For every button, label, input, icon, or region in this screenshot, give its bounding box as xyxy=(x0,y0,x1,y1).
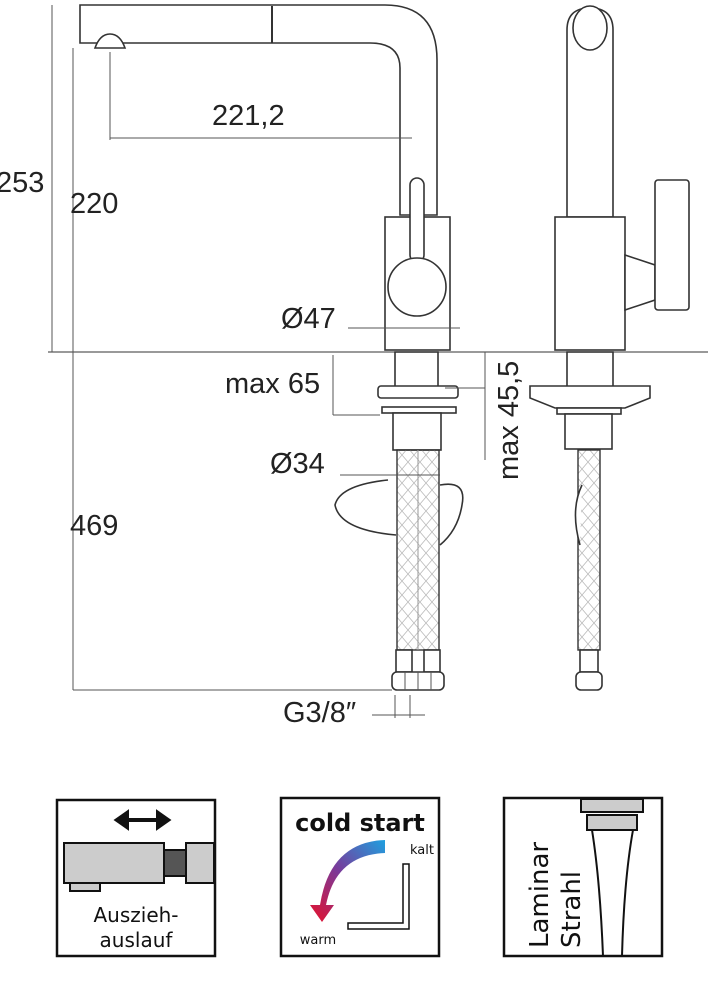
pullout-label-1: Auszieh- xyxy=(93,903,178,927)
dim-221: 221,2 xyxy=(212,100,285,132)
spout xyxy=(79,4,438,216)
water-jet-icon xyxy=(591,829,634,957)
pullout-spout-badge: Auszieh- auslauf xyxy=(55,798,217,958)
laminar-jet-badge: Laminar Strahl xyxy=(502,796,664,958)
cold-label: kalt xyxy=(410,843,434,858)
side-view xyxy=(529,5,690,691)
double-arrow-icon xyxy=(113,809,172,831)
dim-max-45: max 45,5 xyxy=(493,361,525,480)
knob xyxy=(387,257,447,317)
temperature-arrow-icon xyxy=(310,840,385,922)
aerator xyxy=(93,33,127,49)
dim-253: 253 xyxy=(0,167,44,199)
hose-loop xyxy=(334,479,464,546)
dim-diameter-34: Ø34 xyxy=(270,448,325,480)
dim-diameter-47: Ø47 xyxy=(281,303,336,335)
dimension-lines xyxy=(48,5,708,718)
cold-start-badge: cold start kalt warm xyxy=(279,796,441,958)
lever xyxy=(409,177,425,263)
dim-g38: G3/8″ xyxy=(283,697,356,729)
front-view xyxy=(79,4,464,691)
pullout-label-2: auslauf xyxy=(100,928,174,952)
cold-start-title: cold start xyxy=(295,809,425,837)
dim-max-65: max 65 xyxy=(225,368,320,400)
dim-469: 469 xyxy=(70,510,118,542)
dim-220: 220 xyxy=(70,188,118,220)
laminar-label-1: Laminar xyxy=(525,842,555,948)
warm-label: warm xyxy=(300,933,336,948)
laminar-label-2: Strahl xyxy=(557,871,587,948)
dimension-labels: 253 220 221,2 Ø47 max 65 max 45,5 Ø34 46… xyxy=(0,100,525,729)
lever-range-icon xyxy=(347,863,410,930)
